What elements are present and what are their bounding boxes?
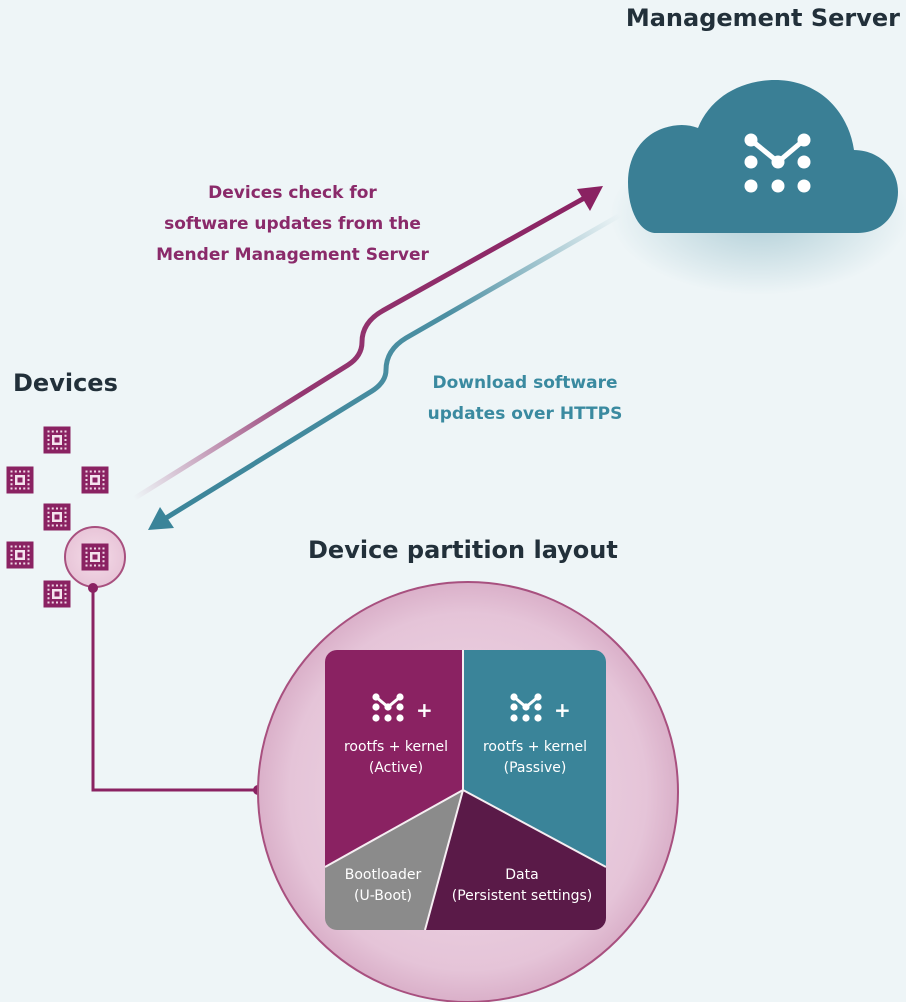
chip-icon (43, 580, 71, 608)
download-updates-caption: Download software updates over HTTPS (410, 368, 640, 430)
partition-layout-title: Device partition layout (308, 536, 618, 564)
bootloader-partition-label: Bootloader (U-Boot) (328, 865, 438, 907)
chip-icon (6, 466, 34, 494)
label-line: rootfs + kernel (343, 739, 449, 755)
arrowhead-down (148, 507, 174, 530)
label-line: (Active) (368, 760, 424, 776)
mender-logo-icon (372, 693, 404, 722)
label-line: (Persistent settings) (451, 888, 593, 904)
device-connector-line (91, 588, 258, 792)
label-line: rootfs + kernel (482, 739, 588, 755)
mender-logo-icon (744, 133, 811, 193)
check-updates-caption: Devices check for software updates from … (150, 178, 435, 271)
partition-data (425, 790, 606, 930)
caption-line: software updates from the (164, 214, 421, 234)
devices-title: Devices (13, 369, 118, 397)
chip-icon (43, 426, 71, 454)
data-partition-label: Data (Persistent settings) (438, 865, 606, 907)
caption-line: Download software (432, 373, 618, 393)
caption-line: updates over HTTPS (427, 404, 623, 424)
arrowhead-up (577, 186, 603, 211)
selected-device-chip-icon (81, 543, 109, 571)
partition-bootloader (325, 790, 463, 930)
mender-logo-icon (510, 693, 542, 722)
cloud-icon (628, 80, 898, 233)
chip-icon (43, 503, 71, 531)
management-server-cloud (610, 80, 906, 295)
label-line: Data (505, 867, 539, 883)
plus-sign: + (416, 698, 433, 722)
download-updates-arrow (148, 211, 625, 530)
management-server-title: Management Server (625, 4, 900, 32)
chip-icon (81, 543, 109, 571)
plus-sign: + (554, 698, 571, 722)
connector-dot-top (88, 583, 98, 593)
active-partition-label: rootfs + kernel (Active) (330, 737, 462, 779)
label-line: (Passive) (503, 760, 567, 776)
caption-line: Mender Management Server (156, 245, 429, 265)
passive-partition-label: rootfs + kernel (Passive) (465, 737, 605, 779)
partition-active (325, 650, 463, 867)
chip-icon (6, 541, 34, 569)
label-line: Bootloader (344, 867, 422, 883)
check-updates-arrow (132, 186, 603, 501)
partition-passive (463, 650, 606, 867)
chip-icon (81, 466, 109, 494)
device-grid (6, 426, 109, 608)
caption-line: Devices check for (208, 183, 377, 203)
label-line: (U-Boot) (354, 888, 412, 904)
partition-box (325, 650, 606, 930)
